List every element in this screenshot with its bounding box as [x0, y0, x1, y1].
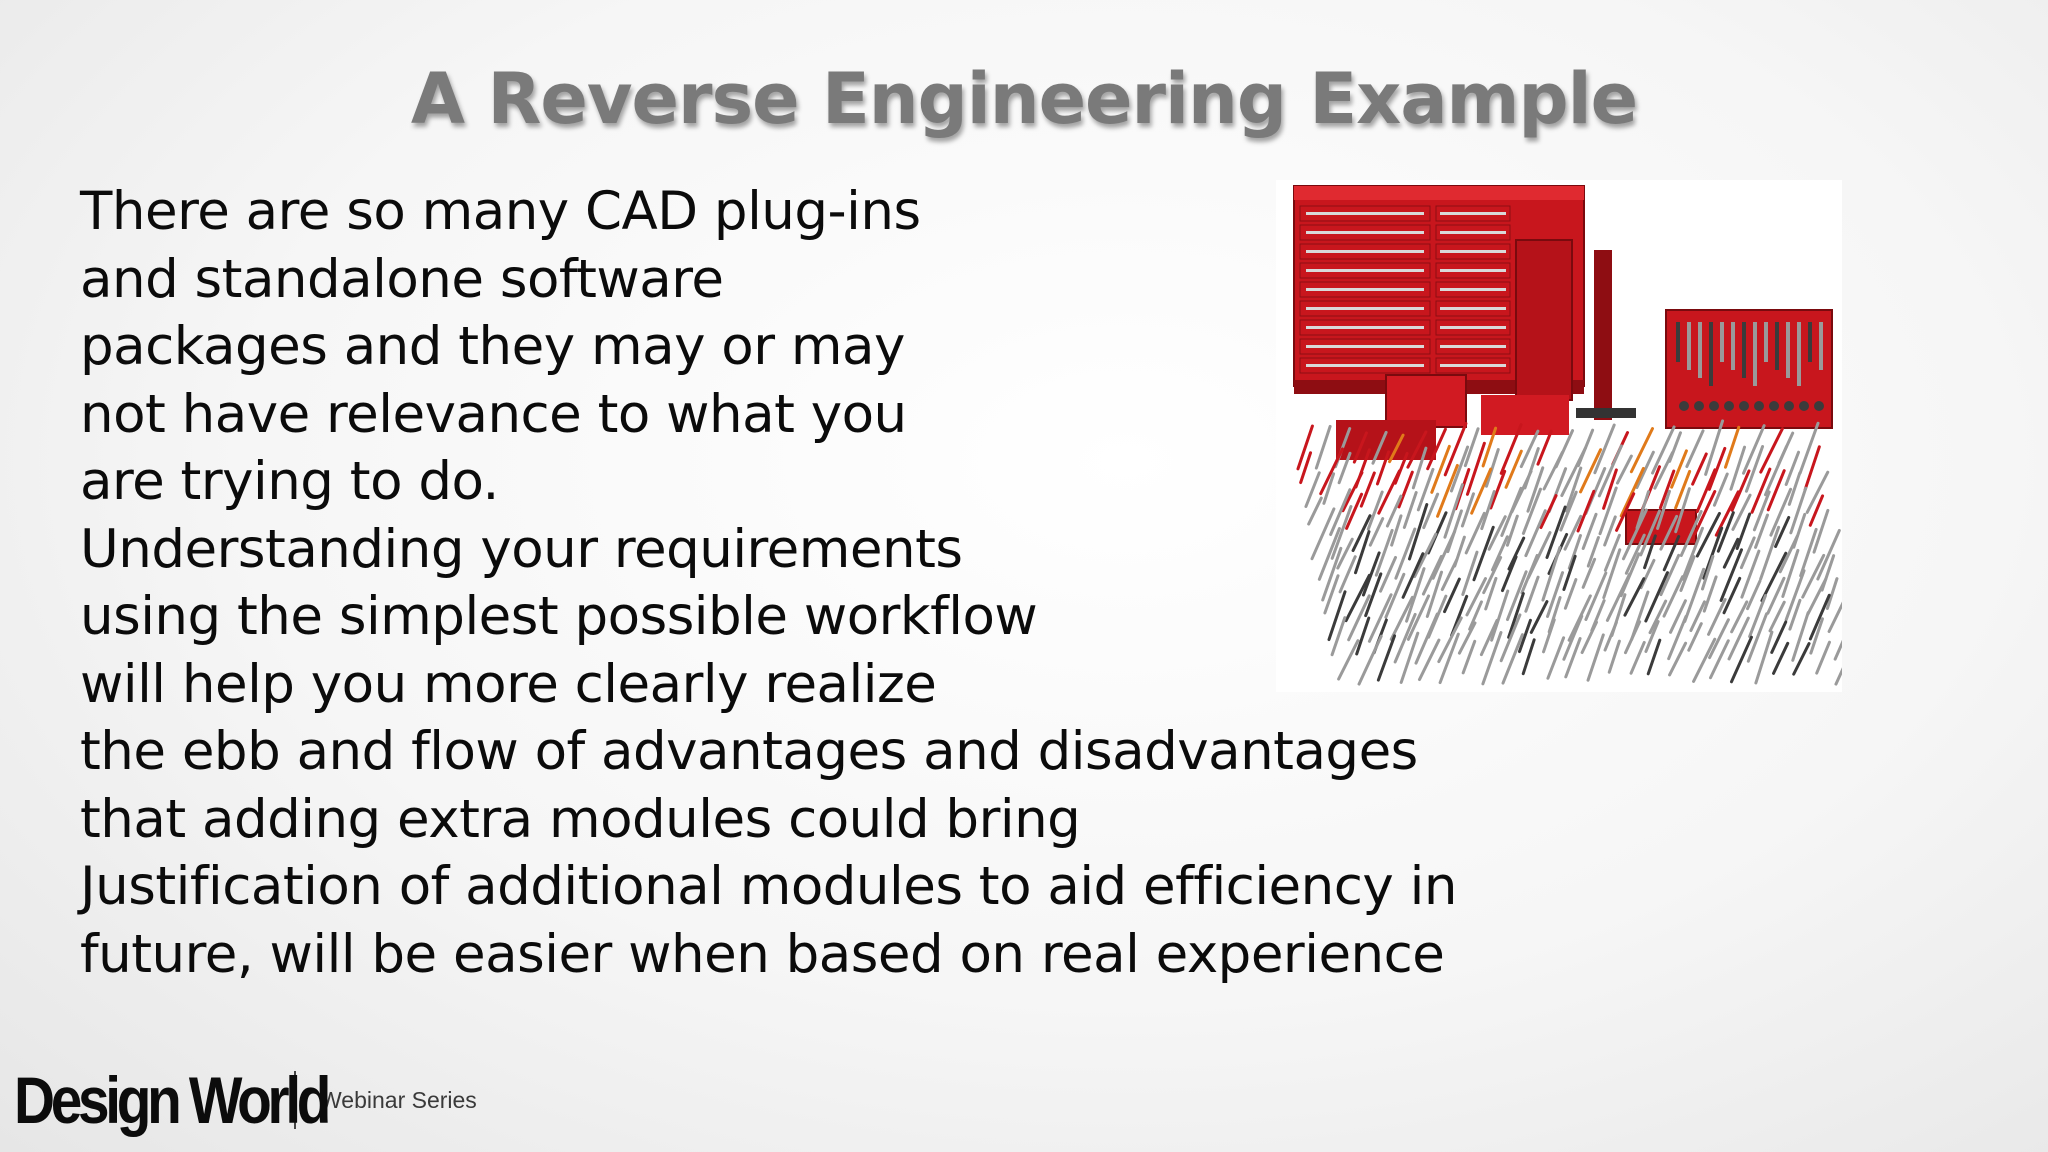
body-line: Understanding your requirements — [80, 518, 963, 580]
body-line: are trying to do. — [80, 451, 499, 512]
body-line: using the simplest possible workflow — [80, 586, 1038, 647]
body-line: future, will be easier when based on rea… — [80, 923, 1445, 985]
body-line: and standalone software — [80, 248, 724, 310]
body-line: not have relevance to what you — [80, 383, 907, 445]
webinar-series-label: Webinar Series — [320, 1086, 477, 1113]
body-line: the ebb and flow of advantages and disad… — [80, 721, 1418, 782]
footer-divider — [294, 1071, 296, 1129]
body-line: will help you more clearly realize — [80, 653, 937, 715]
body-line: packages and they may or may — [80, 316, 905, 377]
body-line: Justification of additional modules to a… — [80, 856, 1457, 917]
tool-chest-photo — [1276, 180, 1842, 692]
slide-body-text: There are so many CAD plug-ins and stand… — [80, 178, 1540, 988]
footer-branding: Design World Webinar Series — [14, 1060, 477, 1140]
design-world-logo: Design World — [14, 1063, 331, 1137]
tool-chest-illustration — [1293, 185, 1842, 686]
slide-title: A Reverse Engineering Example — [410, 58, 1638, 140]
body-line: There are so many CAD plug-ins — [80, 181, 921, 242]
body-line: that adding extra modules could bring — [80, 788, 1081, 850]
